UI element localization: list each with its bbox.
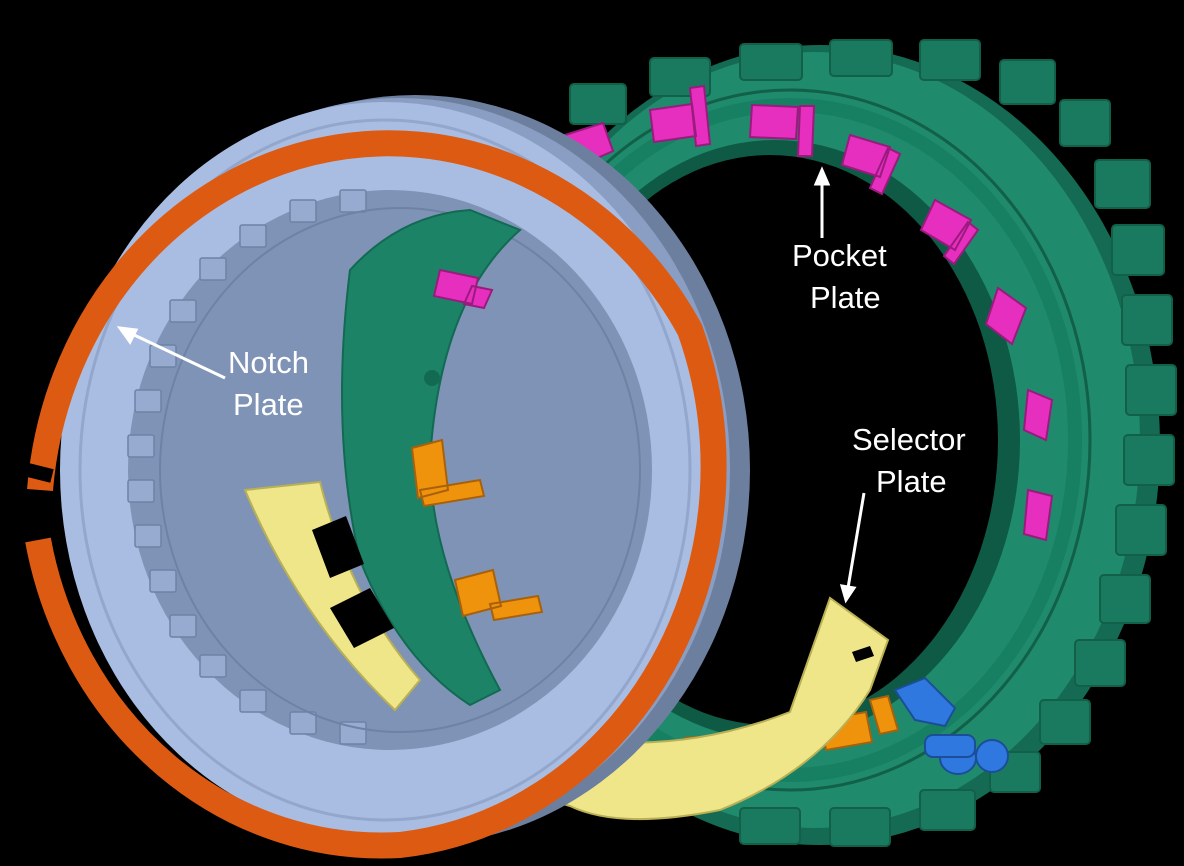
label-arrows [116,166,866,604]
selector-plate-label-line1: Selector [852,422,966,457]
notch-plate-label-line1: Notch [228,345,309,380]
actuator [893,676,1009,775]
pocket-plate-label-line2: Plate [810,280,881,315]
selector-plate-label-line2: Plate [876,464,947,499]
bore-view [243,208,544,712]
pocket-plate-label-line1: Pocket [792,238,887,273]
snap-ring [25,130,727,859]
notch-plate-label-line2: Plate [233,387,304,422]
